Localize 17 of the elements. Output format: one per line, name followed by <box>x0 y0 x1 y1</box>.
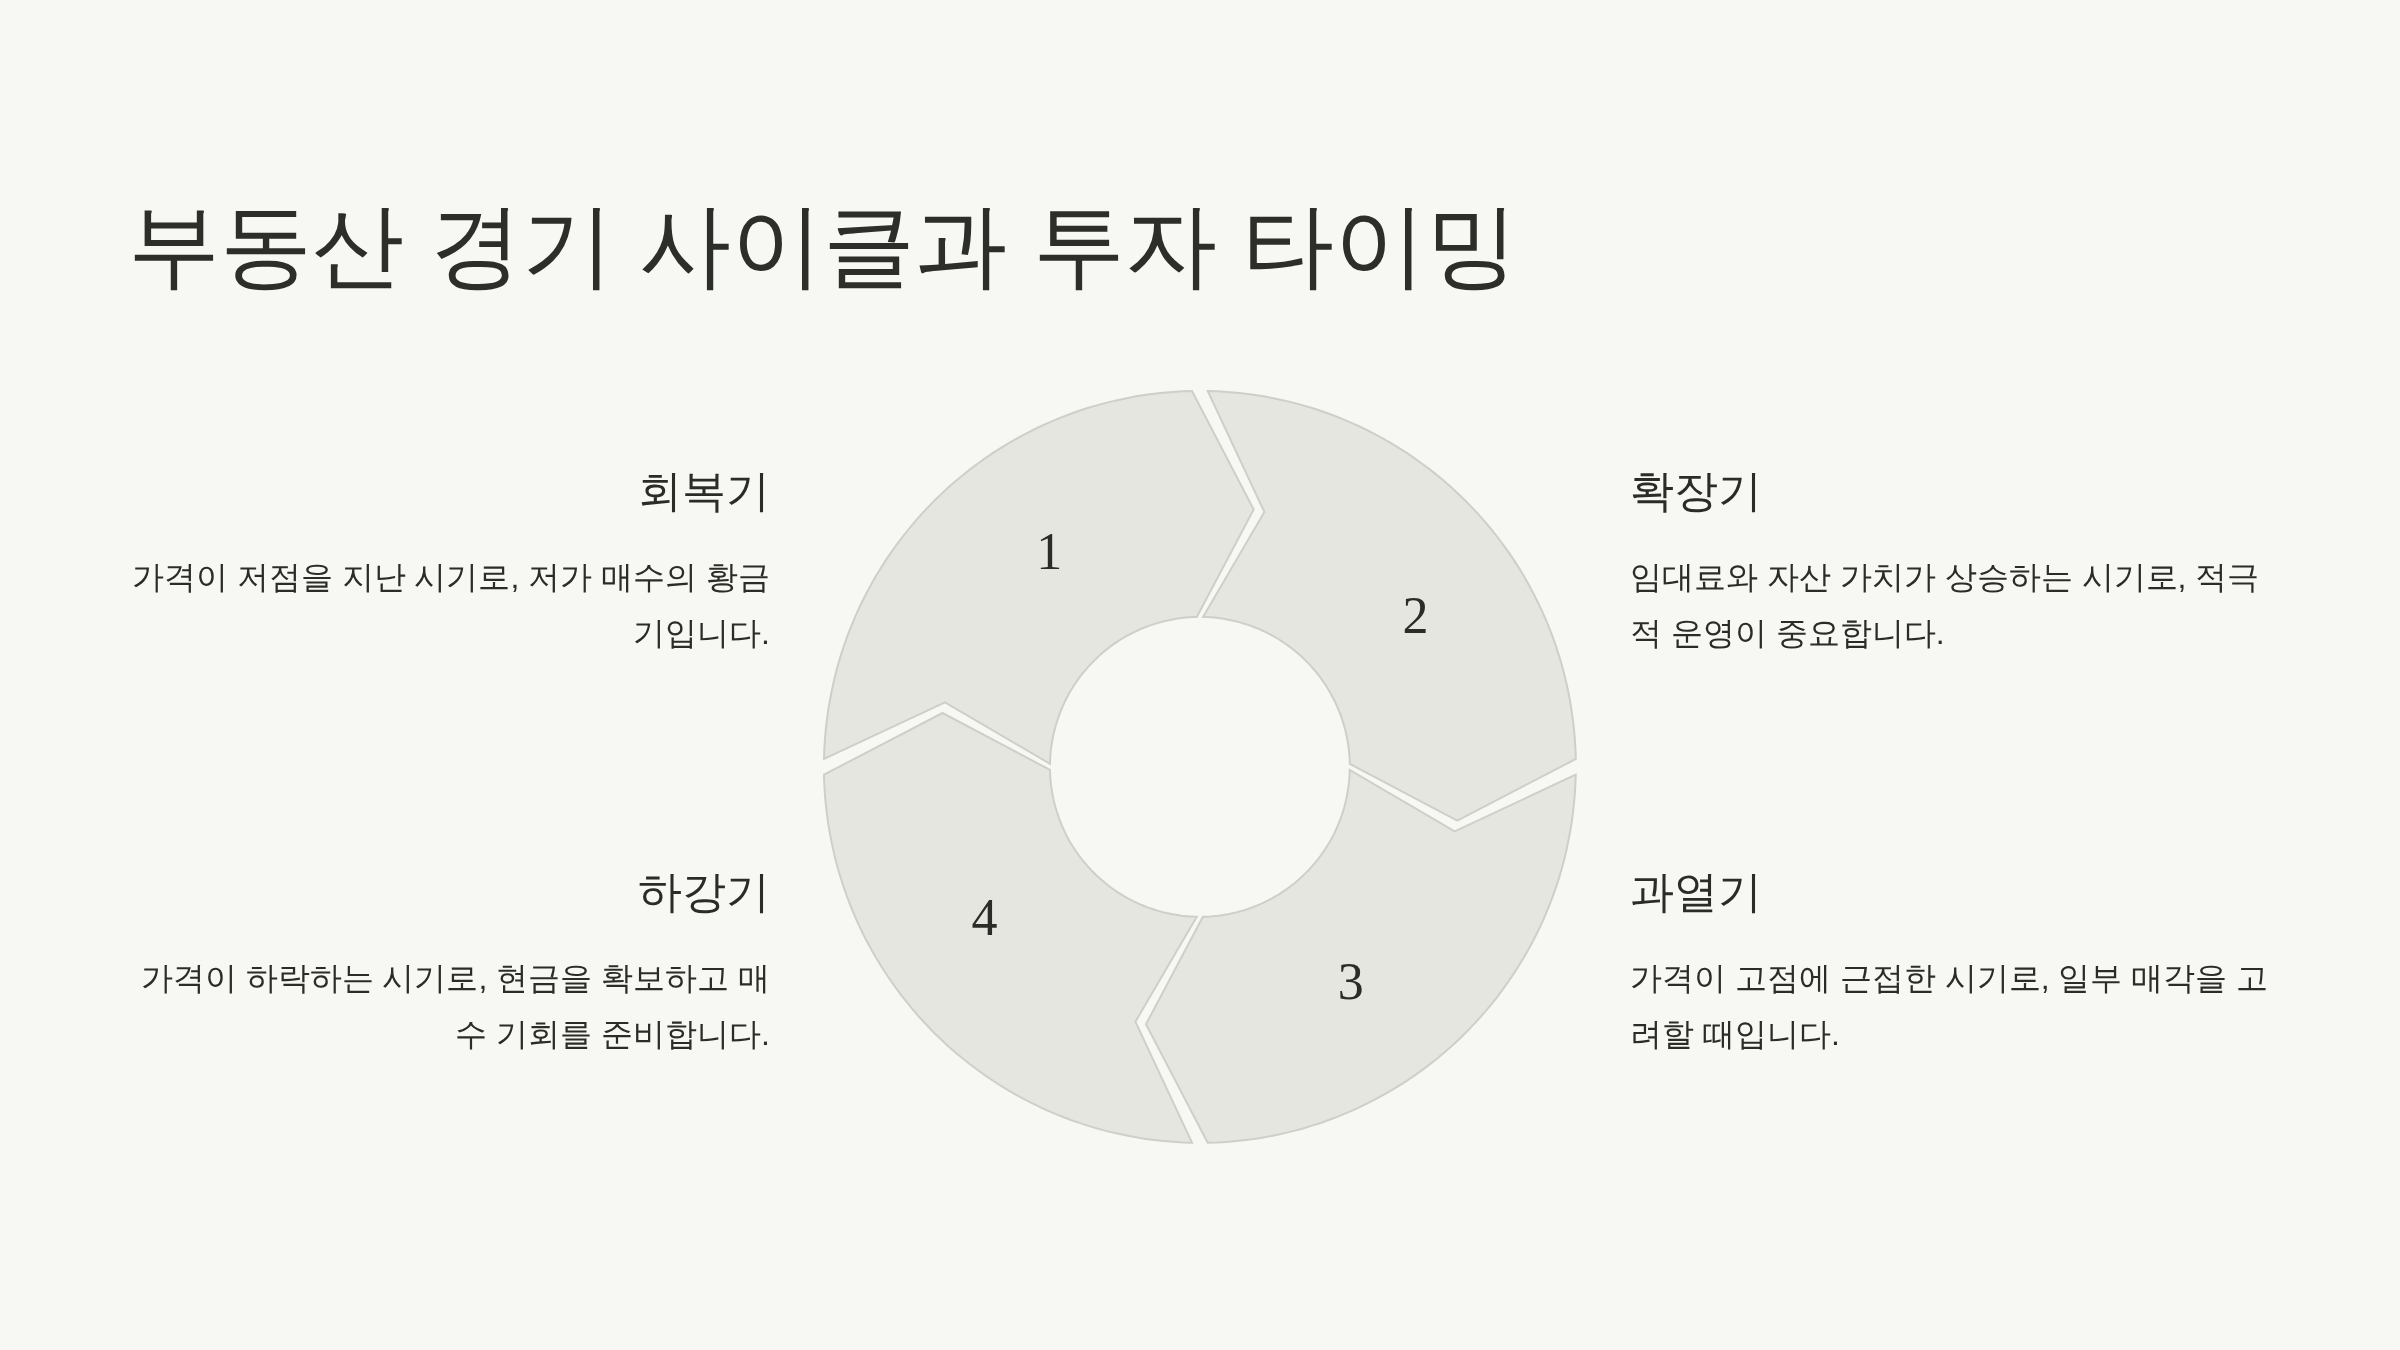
phase-heading: 하강기 <box>638 866 770 918</box>
step-number: 2 <box>1402 590 1429 643</box>
phase-description: 가격이 저점을 지난 시기로, 저가 매수의 황금기입니다. <box>130 558 770 653</box>
phase-description: 가격이 고점에 근접한 시기로, 일부 매각을 고려할 때입니다. <box>1630 959 2270 1054</box>
cycle-segment <box>822 711 1199 1145</box>
phase-heading: 과열기 <box>1630 866 1762 918</box>
phase-heading: 회복기 <box>638 465 770 517</box>
cycle-segment <box>1201 389 1578 823</box>
phase-heading: 확장기 <box>1630 465 1762 517</box>
step-number: 3 <box>1337 956 1364 1009</box>
cycle-segment <box>1144 768 1578 1145</box>
title: 부동산 경기 사이클과 투자 타이밍 <box>128 193 1519 298</box>
step-number: 4 <box>971 891 998 944</box>
cycle-segment <box>822 389 1256 766</box>
step-number: 1 <box>1036 525 1063 578</box>
phase-description: 임대료와 자산 가치가 상승하는 시기로, 적극적 운영이 중요합니다. <box>1630 558 2261 653</box>
phase-description: 가격이 하락하는 시기로, 현금을 확보하고 매수 기회를 준비합니다. <box>139 959 770 1054</box>
